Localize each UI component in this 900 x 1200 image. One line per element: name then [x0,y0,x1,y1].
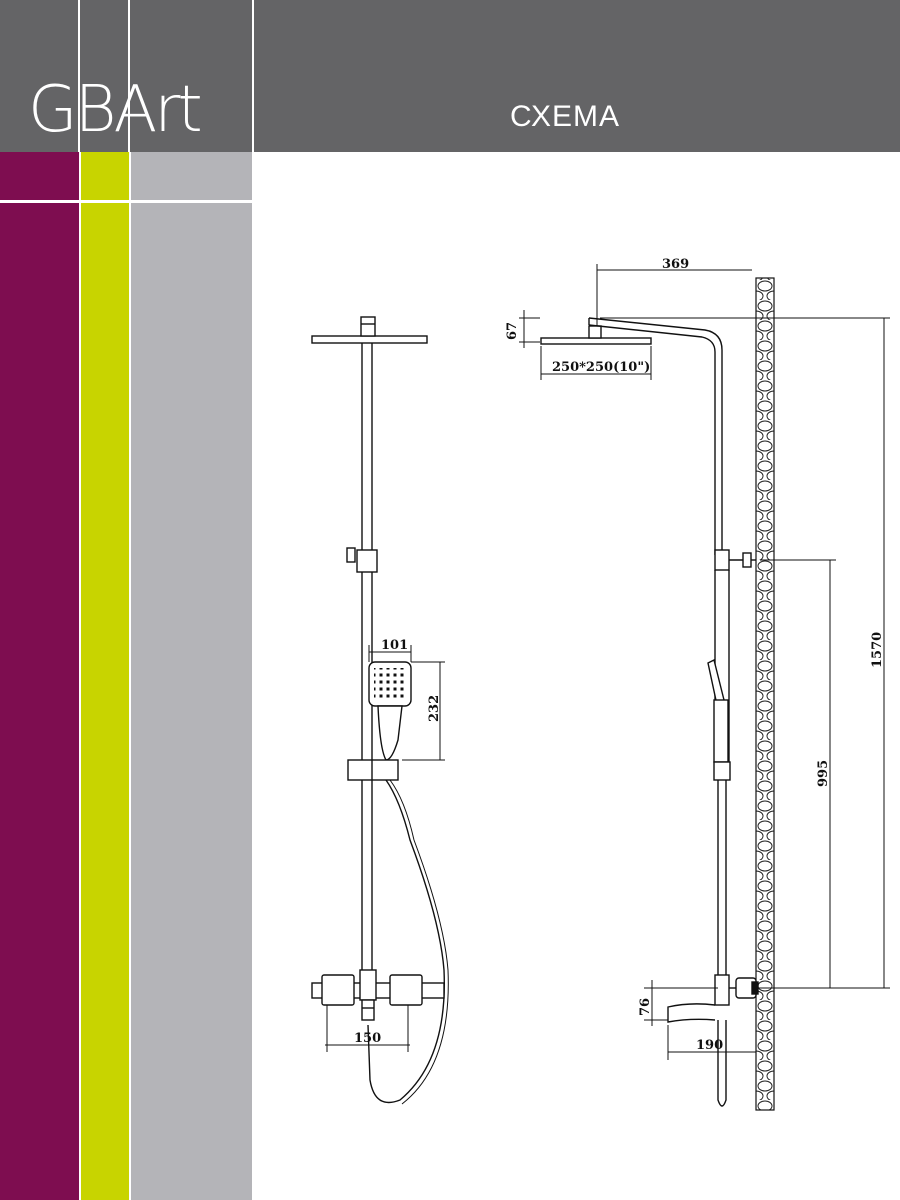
overhead-head-front [311,335,428,344]
header-cell-2 [80,0,130,152]
dim-head-size: 250*250(10") [552,360,650,375]
gray-strip [130,152,252,1200]
stone-wall [755,277,775,1111]
dim-mixer-width: 150 [354,1031,381,1046]
dim-arm-length: 369 [662,257,689,272]
dim-holder-height: 995 [816,760,831,787]
lime-strip [80,152,130,1200]
front-dimensions [325,645,445,1052]
brand-logo: GBArt [28,73,203,147]
overhead-head-side [540,337,652,345]
side-dimensions [519,264,890,1060]
front-view [311,316,449,1105]
dim-spout-length: 190 [696,1038,723,1053]
header-cell-1 [0,0,80,152]
header-band: GBArt СХЕМА [0,0,900,152]
dim-head-height: 232 [427,695,442,722]
dim-spout-height: 76 [638,998,653,1016]
dim-head-thickness: 67 [505,322,520,340]
dim-head-width: 101 [381,638,408,653]
mixer-front [311,969,445,1021]
page-title: СХЕМА [510,100,620,133]
side-view [540,317,759,1107]
dim-total-height: 1570 [870,632,885,668]
purple-strip [0,152,80,1200]
holder-front [347,759,399,781]
hand-shower-front [368,661,412,761]
header-cell-3 [130,0,254,152]
